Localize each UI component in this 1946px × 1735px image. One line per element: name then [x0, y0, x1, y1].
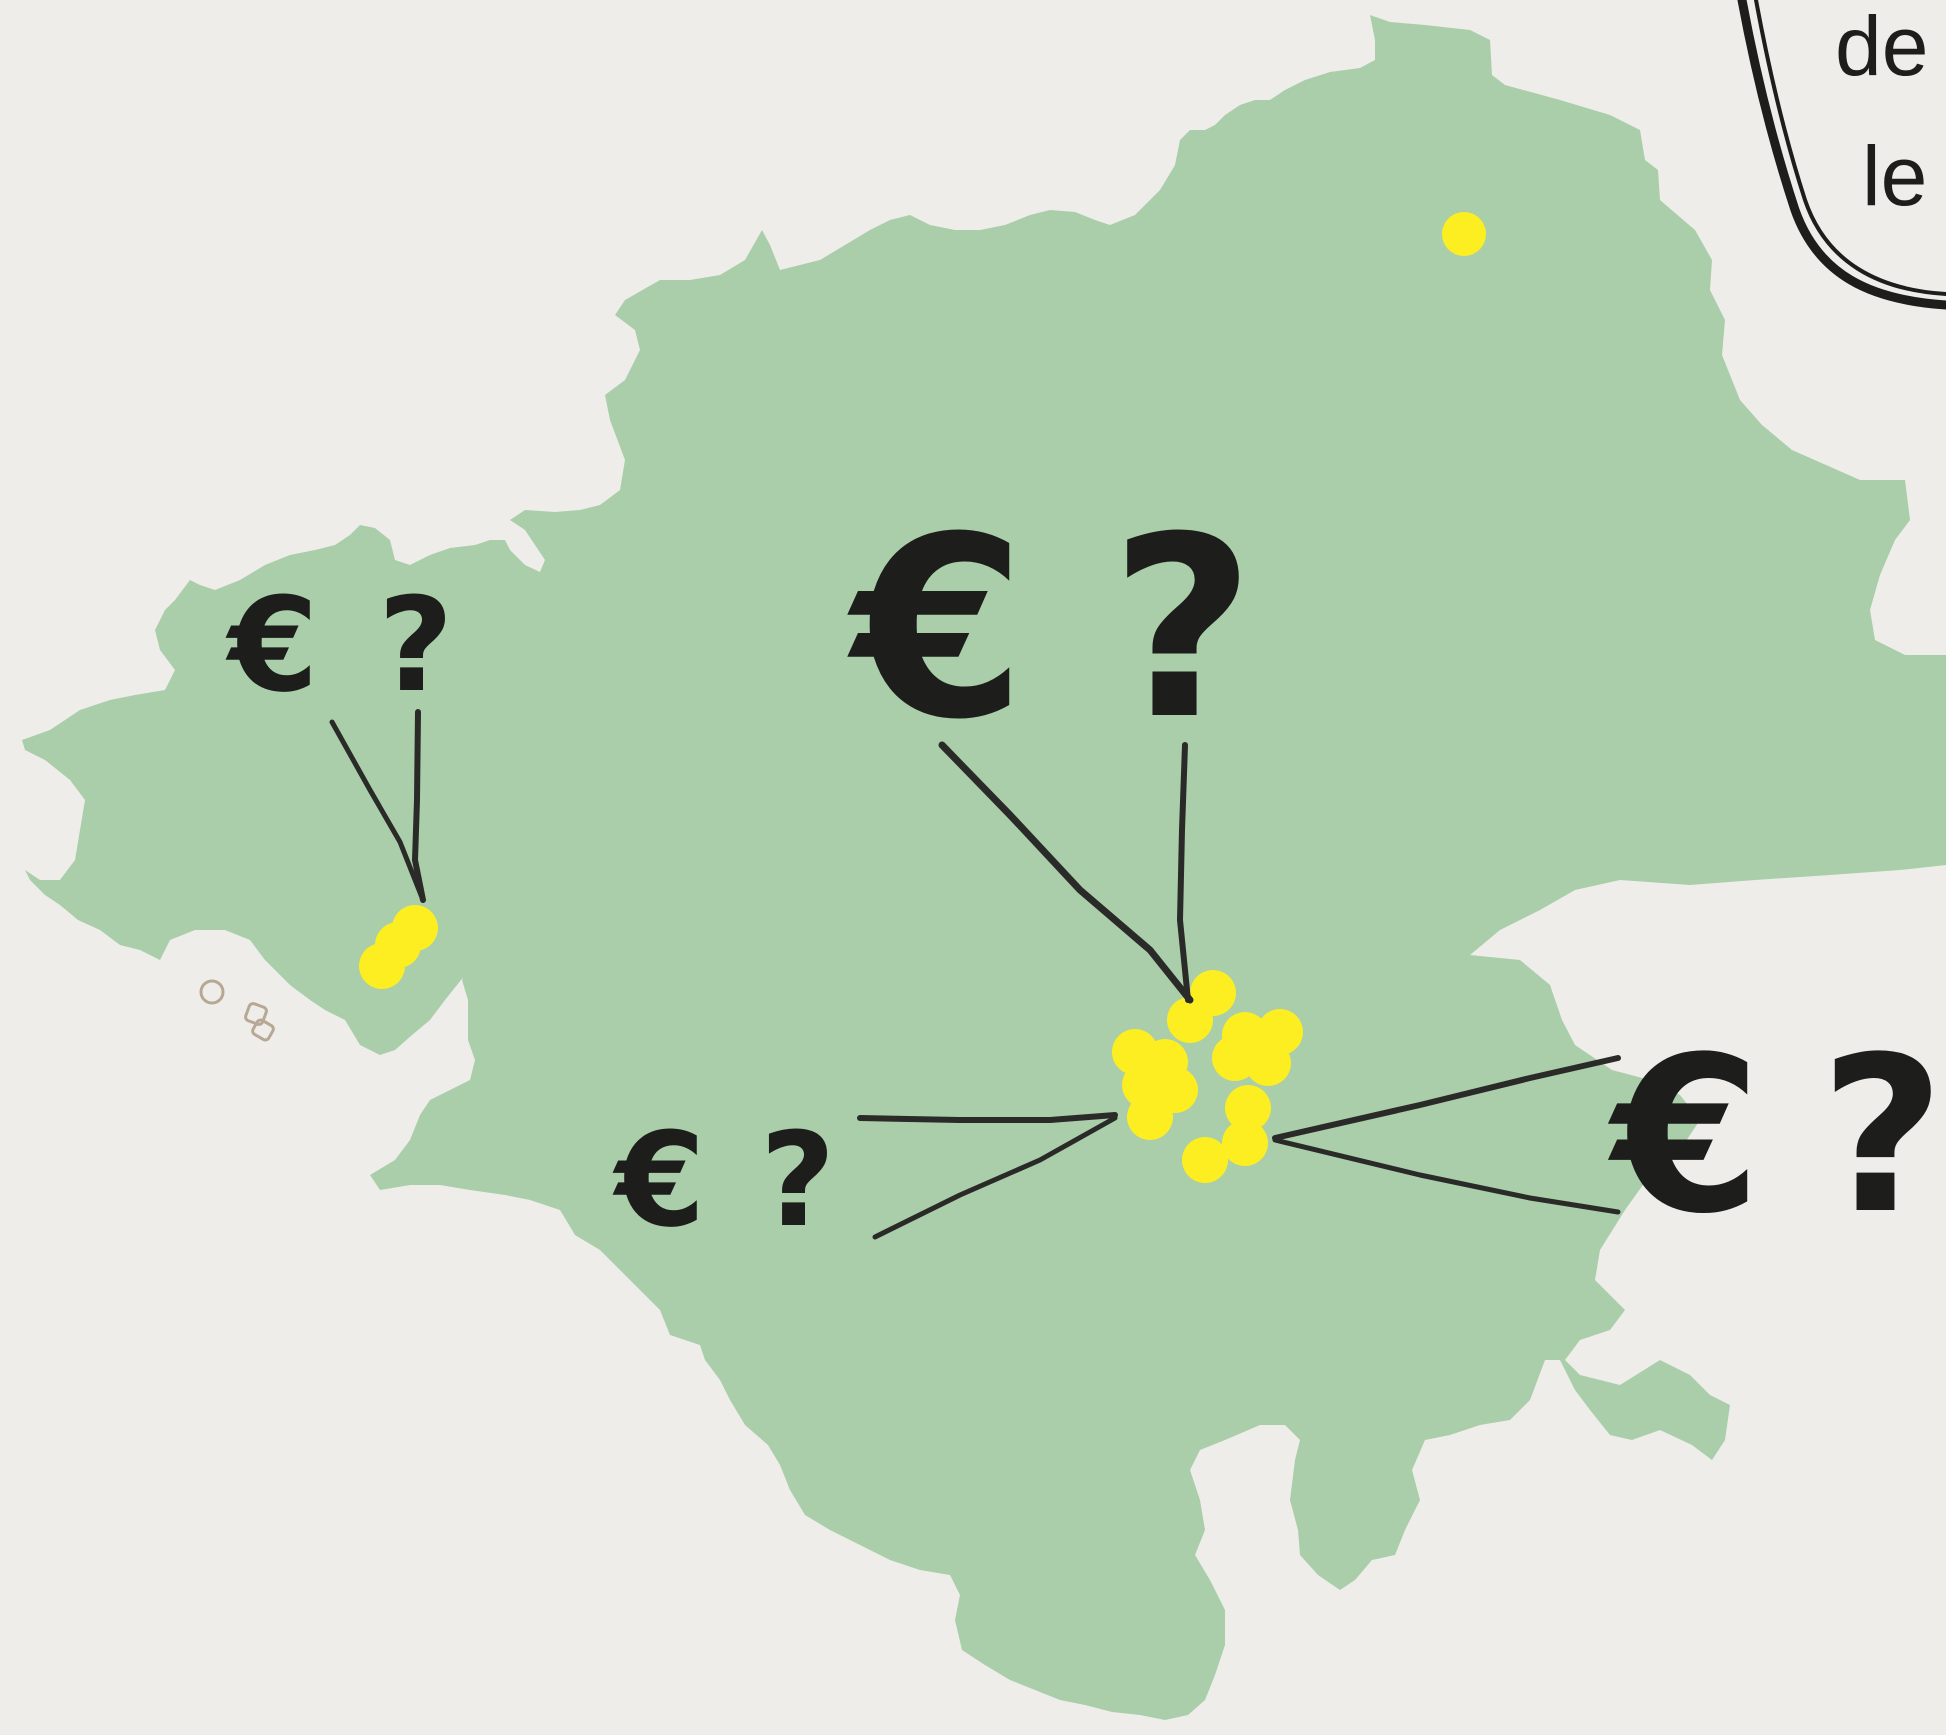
point-north[interactable] [1442, 212, 1486, 256]
islands [199, 979, 275, 1042]
region-landmass [22, 15, 1946, 1720]
label-west-question: ? [378, 569, 453, 721]
island-1 [199, 979, 225, 1005]
label-east-question: ? [1820, 1010, 1945, 1261]
point-cluster-2[interactable] [1167, 997, 1213, 1043]
label-west-currency: € [225, 569, 318, 721]
corner-note-line2: le [1862, 129, 1927, 223]
point-cluster-13[interactable] [1222, 1120, 1268, 1166]
island-2 [244, 1002, 268, 1026]
label-southwest-currency: € [612, 1104, 705, 1256]
point-west-3[interactable] [359, 943, 405, 989]
point-cluster-14[interactable] [1182, 1137, 1228, 1183]
corner-note-frame [1737, 0, 1946, 310]
line-sw-top [857, 1112, 1118, 1123]
point-cluster-6[interactable] [1245, 1040, 1291, 1086]
point-cluster-11[interactable] [1127, 1094, 1173, 1140]
label-center-question: ? [1110, 483, 1255, 774]
line-west-right [412, 709, 426, 903]
line-center-left [938, 741, 1194, 1004]
line-sw-bottom [872, 1115, 1118, 1240]
line-east-top [1272, 1055, 1621, 1141]
connector-lines [329, 709, 1621, 1240]
label-east-currency: € [1607, 1010, 1762, 1261]
label-southwest-question: ? [760, 1104, 835, 1256]
point-cluster-12[interactable] [1225, 1085, 1271, 1131]
line-west-left [329, 719, 426, 903]
line-east-bottom [1272, 1137, 1621, 1215]
island-3 [251, 1018, 275, 1042]
label-center-currency: € [847, 483, 1026, 774]
corner-note-line1: de [1835, 0, 1928, 93]
highlight-points [359, 212, 1486, 1183]
line-center-right [1177, 742, 1191, 1003]
corner-note-frame-inner [1754, 0, 1946, 296]
